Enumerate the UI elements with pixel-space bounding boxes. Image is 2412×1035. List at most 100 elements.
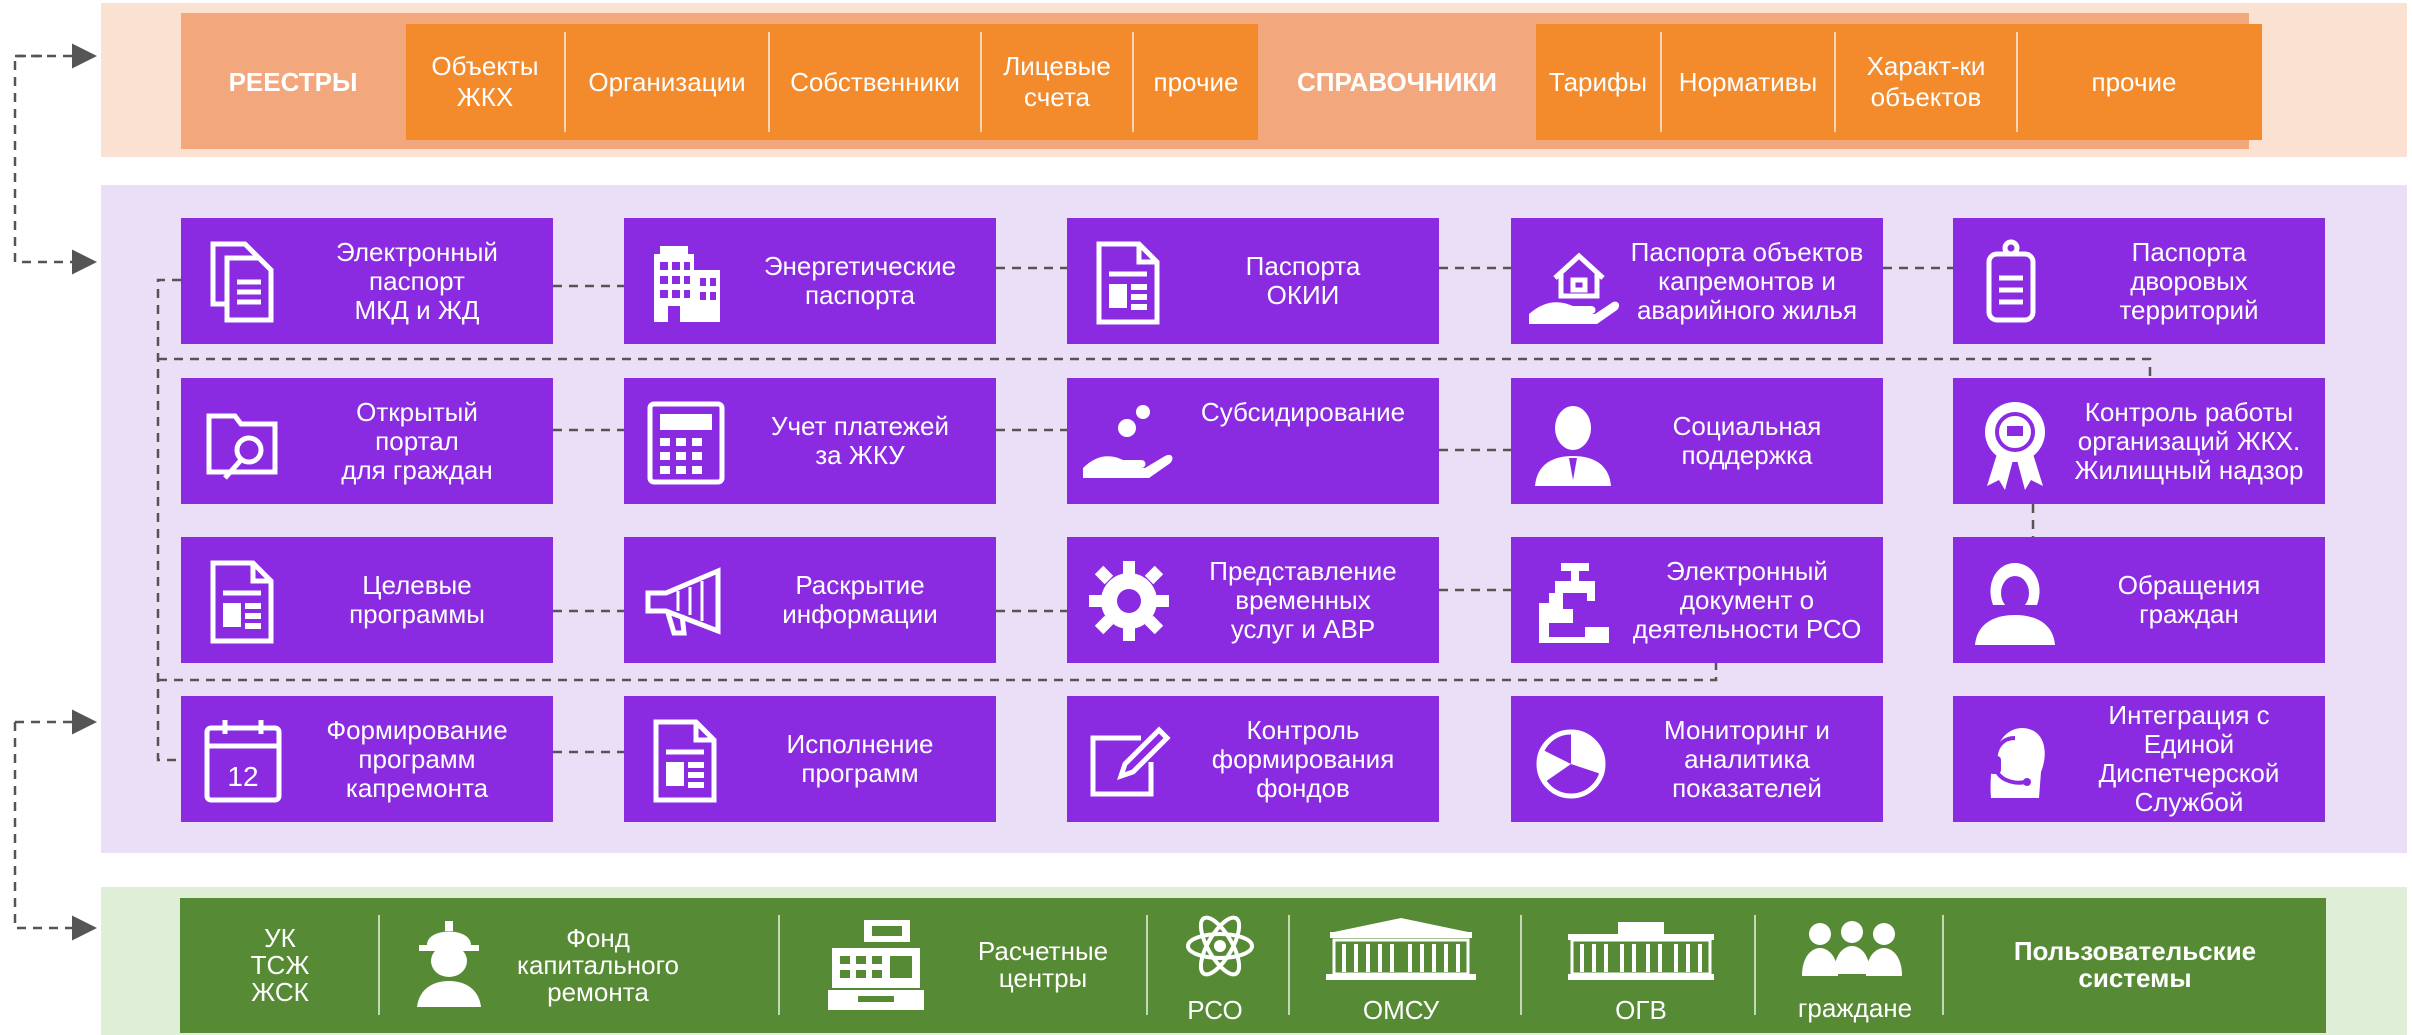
module-label: Исполнение программ — [786, 729, 934, 788]
module-label: Паспорта объектов капремонтов и аварийно… — [1630, 236, 1864, 325]
module-temporary-services[interactable]: Представление временных услуг и АВР — [1067, 537, 1439, 663]
worker-icon — [413, 915, 485, 1007]
module-label: Электронный паспорт МКД и ЖД — [336, 236, 498, 325]
reference-tariffs[interactable]: Тарифы — [1548, 66, 1648, 97]
pipe-faucet-icon — [1525, 553, 1621, 649]
module-dispatch-integration[interactable]: Интеграция с Единой Диспетчерской Службо… — [1953, 696, 2325, 822]
gear-icon — [1081, 553, 1177, 649]
documents-icon — [195, 234, 291, 330]
pie-chart-icon — [1525, 712, 1621, 808]
divider — [1834, 32, 1836, 132]
award-badge-icon — [1967, 394, 2063, 490]
management-companies[interactable]: УК ТСЖ ЖСК — [250, 922, 310, 1007]
module-label: Электронный документ о деятельности РСО — [1632, 555, 1862, 644]
module-subsidies[interactable]: Субсидирование — [1067, 378, 1439, 504]
module-label: Интеграция с Единой Диспетчерской Службо… — [2098, 700, 2280, 817]
module-label: Субсидирование — [1200, 397, 1406, 427]
divider — [980, 32, 982, 132]
ogv-label[interactable]: ОГВ — [1615, 994, 1667, 1025]
references-block: Тарифы Нормативы Характ-ки объектов проч… — [1536, 24, 2262, 140]
clipboard-icon — [1967, 234, 2063, 330]
module-label: Социальная поддержка — [1672, 411, 1822, 470]
headset-operator-icon — [1967, 712, 2063, 808]
registry-other[interactable]: прочие — [1153, 66, 1239, 97]
module-target-programs[interactable]: Целевые программы — [181, 537, 553, 663]
module-electronic-passport[interactable]: Электронный паспорт МКД и ЖД — [181, 218, 553, 344]
module-label: Контроль формирования фондов — [1211, 714, 1395, 803]
house-in-hand-icon — [1525, 234, 1621, 330]
registry-organizations[interactable]: Организации — [588, 66, 746, 97]
user-systems-label: Пользовательские системы — [2013, 936, 2257, 993]
registry-accounts[interactable]: Лицевые счета — [1003, 51, 1111, 112]
divider — [1146, 915, 1148, 1015]
module-disclosure[interactable]: Раскрытие информации — [624, 537, 996, 663]
module-label: Контроль работы организаций ЖКХ. Жилищны… — [2074, 396, 2304, 485]
divider — [1288, 915, 1290, 1015]
registry-owners[interactable]: Собственники — [790, 66, 960, 97]
document-icon — [195, 553, 291, 649]
module-okii-passports[interactable]: Паспорта ОКИИ — [1067, 218, 1439, 344]
building-icon — [638, 234, 734, 330]
module-rso-document[interactable]: Электронный документ о деятельности РСО — [1511, 537, 1883, 663]
module-label: Представление временных услуг и АВР — [1209, 555, 1397, 644]
module-label: Мониторинг и аналитика показателей — [1664, 714, 1830, 803]
module-social-support[interactable]: Социальная поддержка — [1511, 378, 1883, 504]
edit-icon — [1081, 712, 1177, 808]
atom-icon — [1184, 910, 1256, 982]
calendar-icon: 12 — [195, 712, 291, 808]
divider — [378, 915, 380, 1015]
module-housing-supervision[interactable]: Контроль работы организаций ЖКХ. Жилищны… — [1953, 378, 2325, 504]
module-label: Паспорта ОКИИ — [1245, 251, 1361, 310]
module-monitoring[interactable]: Мониторинг и аналитика показателей — [1511, 696, 1883, 822]
module-capital-repair-passports[interactable]: Паспорта объектов капремонтов и аварийно… — [1511, 218, 1883, 344]
calendar-number: 12 — [227, 761, 258, 792]
settlement-centers[interactable]: Расчетные центры — [977, 936, 1109, 993]
module-fund-control[interactable]: Контроль формирования фондов — [1067, 696, 1439, 822]
coins-in-hand-icon — [1081, 394, 1177, 490]
module-program-execution[interactable]: Исполнение программ — [624, 696, 996, 822]
module-label: Раскрытие информации — [782, 570, 938, 629]
references-label: СПРАВОЧНИКИ — [1297, 66, 1497, 97]
municipal-building-icon — [1326, 918, 1476, 980]
capital-repair-fund[interactable]: Фонд капитального ремонта — [517, 922, 679, 1007]
reference-other[interactable]: прочие — [2091, 66, 2177, 97]
divider — [778, 915, 780, 1015]
calculator-icon — [638, 394, 734, 490]
registries-label: РЕЕСТРЫ — [228, 66, 358, 97]
module-capital-repair-programs[interactable]: 12 Формирование программ капремонта — [181, 696, 553, 822]
reference-object-characteristics[interactable]: Характ-ки объектов — [1866, 51, 1986, 112]
registry-objects[interactable]: Объекты ЖКХ — [431, 51, 539, 112]
module-label: Обращения граждан — [2117, 570, 2261, 629]
module-yard-passports[interactable]: Паспорта дворовых территорий — [1953, 218, 2325, 344]
person-icon — [1525, 394, 1621, 490]
module-energy-passports[interactable]: Энергетические паспорта — [624, 218, 996, 344]
citizens-label[interactable]: граждане — [1797, 992, 1913, 1023]
divider — [768, 32, 770, 132]
module-open-portal[interactable]: Открытый портал для граждан — [181, 378, 553, 504]
cash-register-icon — [828, 918, 924, 1010]
arrow-registries-to-modules — [13, 54, 97, 275]
module-label: Целевые программы — [349, 570, 485, 629]
folder-search-icon — [195, 394, 291, 490]
rso-label[interactable]: РСО — [1187, 994, 1243, 1025]
omsu-label[interactable]: ОМСУ — [1362, 994, 1440, 1025]
megaphone-icon — [638, 553, 734, 649]
divider — [2016, 32, 2018, 132]
registries-block: Объекты ЖКХ Организации Собственники Лиц… — [406, 24, 1258, 140]
divider — [1660, 32, 1662, 132]
user-systems-strip — [180, 898, 2326, 1033]
module-label: Энергетические паспорта — [763, 251, 957, 310]
divider — [1942, 915, 1944, 1015]
divider — [564, 32, 566, 132]
module-citizen-appeals[interactable]: Обращения граждан — [1953, 537, 2325, 663]
document-icon — [638, 712, 734, 808]
module-label: Формирование программ капремонта — [326, 714, 508, 803]
module-label: Паспорта дворовых территорий — [2119, 236, 2259, 325]
module-label: Учет платежей за ЖКУ — [770, 411, 950, 470]
module-label: Открытый портал для граждан — [341, 396, 493, 485]
document-icon — [1081, 234, 1177, 330]
module-payments[interactable]: Учет платежей за ЖКУ — [624, 378, 996, 504]
divider — [1520, 915, 1522, 1015]
divider — [1132, 32, 1134, 132]
reference-norms[interactable]: Нормативы — [1678, 66, 1818, 97]
